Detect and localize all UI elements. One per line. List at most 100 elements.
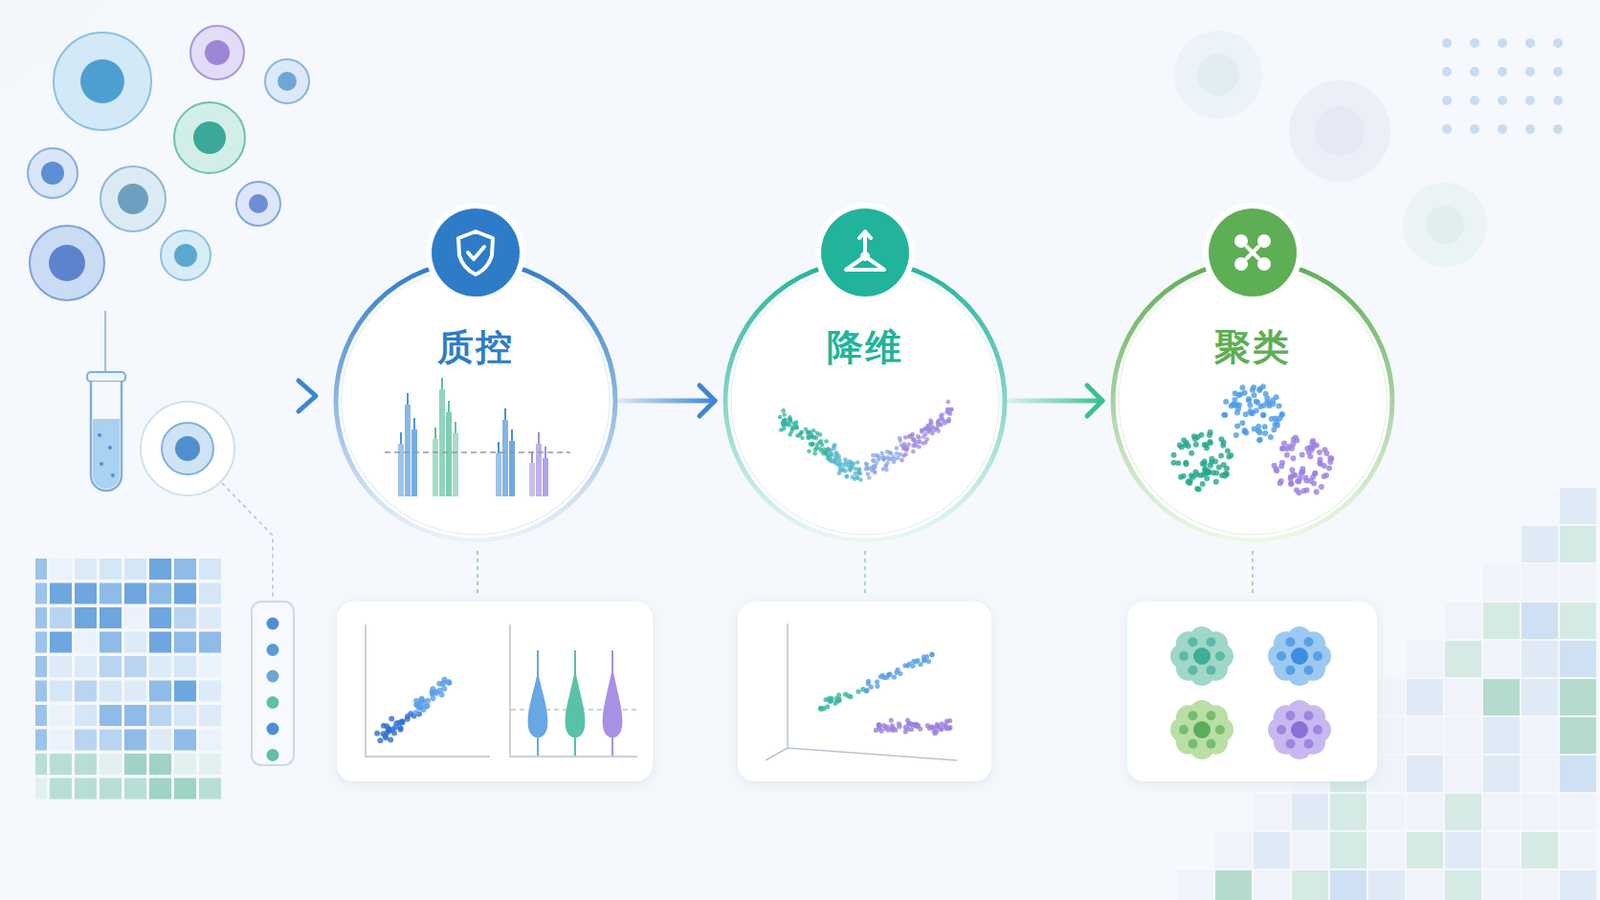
- point: [907, 661, 912, 667]
- grid-cell: [1444, 794, 1482, 831]
- point: [944, 719, 950, 725]
- dot-grid: [1442, 38, 1563, 134]
- point: [1273, 394, 1280, 400]
- cell-blob: [1170, 626, 1234, 687]
- grid-cell: [1483, 870, 1520, 900]
- point: [1251, 426, 1258, 433]
- flow-arrow: [620, 385, 715, 417]
- dot: [266, 696, 280, 710]
- point: [806, 434, 812, 440]
- heat-cell: [74, 656, 97, 678]
- grid-cell: [1521, 794, 1558, 831]
- point: [1236, 392, 1243, 399]
- point: [929, 652, 934, 658]
- point: [907, 434, 912, 440]
- point: [1318, 484, 1325, 490]
- grid-cell: [1444, 641, 1482, 678]
- grid-cell: [1253, 794, 1290, 831]
- point: [777, 415, 783, 421]
- grid-cell: [1521, 564, 1558, 601]
- point: [1323, 472, 1330, 479]
- point: [888, 451, 894, 457]
- grid-cell: [1368, 794, 1405, 831]
- point: [1222, 399, 1229, 405]
- grid-cell: [1444, 717, 1482, 755]
- point: [1245, 398, 1252, 404]
- heat-cell: [174, 558, 197, 580]
- heat-cell: [49, 681, 72, 703]
- point: [780, 408, 786, 414]
- point: [883, 726, 889, 732]
- heat-cell: [99, 730, 122, 752]
- point: [1284, 452, 1290, 459]
- point: [949, 407, 955, 413]
- point: [864, 466, 869, 472]
- heat-cell: [174, 583, 197, 605]
- heat-cell: [74, 558, 97, 580]
- point: [1279, 460, 1286, 467]
- heat-cell: [174, 681, 197, 703]
- point: [1316, 449, 1323, 456]
- point: [1203, 475, 1210, 482]
- point: [806, 448, 812, 454]
- point: [832, 443, 838, 448]
- grid-cell: [1559, 641, 1597, 678]
- qc-bars: [398, 377, 549, 497]
- point: [1276, 403, 1283, 410]
- heat-cell: [99, 681, 122, 703]
- heat-cell: [199, 632, 222, 654]
- point: [845, 693, 851, 699]
- bar: [529, 463, 535, 497]
- grid-cell: [1291, 794, 1329, 831]
- point: [813, 447, 819, 453]
- step-title: 降维: [722, 325, 1008, 370]
- grid-dot: [1553, 38, 1563, 48]
- point: [1196, 486, 1202, 492]
- dot: [266, 723, 280, 736]
- point: [429, 690, 436, 697]
- grid-cell: [1406, 641, 1444, 678]
- point: [1206, 432, 1213, 439]
- point: [836, 692, 842, 698]
- heat-cell: [124, 778, 147, 800]
- grid-cell: [1253, 832, 1290, 869]
- heat-cell: [149, 681, 172, 703]
- step-circle: 降维: [722, 258, 1008, 544]
- heat-cell: [174, 754, 197, 776]
- grid-cell: [1559, 679, 1597, 716]
- grid-dot: [1525, 66, 1535, 77]
- point: [1321, 463, 1328, 469]
- point: [855, 460, 861, 466]
- point: [886, 672, 891, 678]
- grid-dot: [1442, 95, 1452, 106]
- point: [1201, 461, 1208, 467]
- point: [873, 453, 879, 459]
- scatter: [374, 677, 452, 745]
- heat-cell: [35, 681, 47, 703]
- point: [1213, 479, 1220, 486]
- point: [1203, 445, 1210, 452]
- point: [819, 448, 824, 454]
- point: [928, 428, 934, 434]
- point: [1277, 480, 1284, 487]
- dot: [266, 670, 280, 684]
- point: [922, 427, 928, 433]
- heat-cell: [49, 754, 72, 776]
- bar-tip: [537, 432, 540, 445]
- grid-cell: [1291, 832, 1329, 869]
- heat-cell: [174, 705, 197, 727]
- point: [1221, 462, 1227, 468]
- point: [894, 445, 900, 451]
- grid-cell: [1521, 641, 1558, 678]
- grid-cell: [1521, 717, 1558, 755]
- point: [1246, 402, 1253, 409]
- point: [1187, 478, 1194, 485]
- point: [939, 412, 945, 418]
- heat-cell: [149, 778, 172, 800]
- point: [891, 674, 897, 680]
- point: [436, 681, 443, 688]
- point: [1233, 432, 1240, 439]
- point: [1299, 452, 1306, 459]
- grid-dot: [1469, 66, 1480, 77]
- point: [1218, 453, 1224, 460]
